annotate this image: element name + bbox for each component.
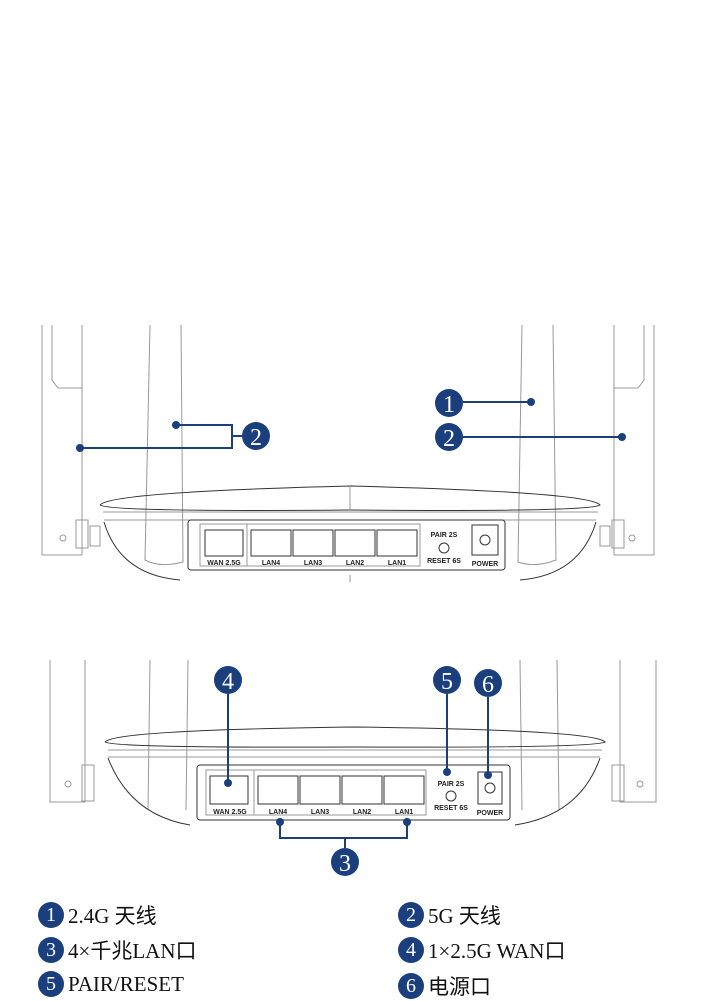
callout-wan-port: 4 <box>214 666 242 787</box>
svg-text:POWER: POWER <box>477 810 503 817</box>
legend-badge: 5 <box>38 971 64 997</box>
legend-text: 1×2.5G WAN口 <box>428 939 566 963</box>
legend-text: 2.4G 天线 <box>68 904 157 928</box>
legend-item-pair-reset: 5 PAIR/RESET <box>38 971 184 997</box>
lan1-port-label: LAN1 <box>388 560 406 567</box>
router-top-view: WAN 2.5G LAN4 LAN3 LAN2 LAN1 PAIR 2S RES… <box>41 324 655 582</box>
lan2-port-label: LAN2 <box>346 560 364 567</box>
svg-text:LAN1: LAN1 <box>395 809 413 816</box>
pair-label: PAIR 2S <box>431 532 458 539</box>
legend-item-power: 6 电源口 <box>398 971 491 1001</box>
callout-5g-antenna-right: 2 <box>435 423 626 452</box>
callout-lan-ports: 3 <box>276 818 411 877</box>
legend-text: 电源口 <box>428 975 491 999</box>
legend-item-lan-ports: 3 4×千兆LAN口 <box>38 935 197 965</box>
callout-pair-reset: 5 <box>433 666 461 776</box>
power-port-label: POWER <box>472 561 498 568</box>
svg-text:PAIR 2S: PAIR 2S <box>438 781 465 788</box>
svg-text:WAN 2.5G: WAN 2.5G <box>213 809 247 816</box>
svg-text:2: 2 <box>250 425 262 451</box>
svg-text:LAN2: LAN2 <box>353 809 371 816</box>
wan-port-label: WAN 2.5G <box>207 560 241 567</box>
svg-text:5: 5 <box>441 669 453 695</box>
svg-text:4: 4 <box>222 669 234 695</box>
legend-badge: 3 <box>38 937 64 963</box>
svg-text:6: 6 <box>482 672 494 698</box>
lan3-port-label: LAN3 <box>304 560 322 567</box>
svg-text:2: 2 <box>443 426 455 452</box>
svg-text:1: 1 <box>443 392 455 418</box>
svg-text:LAN4: LAN4 <box>269 809 287 816</box>
legend-badge: 2 <box>398 902 424 928</box>
router-bottom-view: WAN 2.5G LAN4 LAN3 LAN2 LAN1 PAIR 2S RES… <box>49 659 657 877</box>
legend-badge: 6 <box>398 973 424 999</box>
legend-text: 5G 天线 <box>428 904 501 928</box>
callout-power-port: 6 <box>474 669 502 779</box>
legend-text: PAIR/RESET <box>68 971 184 996</box>
router-body-top: WAN 2.5G LAN4 LAN3 LAN2 LAN1 PAIR 2S RES… <box>75 485 625 582</box>
svg-text:3: 3 <box>339 851 351 877</box>
callout-5g-antenna-left: 2 <box>76 421 270 452</box>
antenna-left-inner <box>144 324 184 566</box>
antenna-right-outer <box>613 325 655 556</box>
legend-item-wan-port: 4 1×2.5G WAN口 <box>398 935 565 965</box>
legend-item-5g-antenna: 2 5G 天线 <box>398 900 501 930</box>
callout-24g-antenna: 1 <box>435 389 535 418</box>
legend-item-24g-antenna: 1 2.4G 天线 <box>38 900 157 930</box>
antenna-right-inner <box>517 324 557 566</box>
legend-badge: 1 <box>38 902 64 928</box>
legend-text: 4×千兆LAN口 <box>68 939 197 963</box>
legend-badge: 4 <box>398 937 424 963</box>
lan4-port-label: LAN4 <box>262 560 280 567</box>
antenna-left-outer <box>41 325 83 556</box>
svg-text:RESET 6S: RESET 6S <box>434 805 468 812</box>
reset-label: RESET 6S <box>427 558 461 565</box>
svg-text:LAN3: LAN3 <box>311 809 329 816</box>
